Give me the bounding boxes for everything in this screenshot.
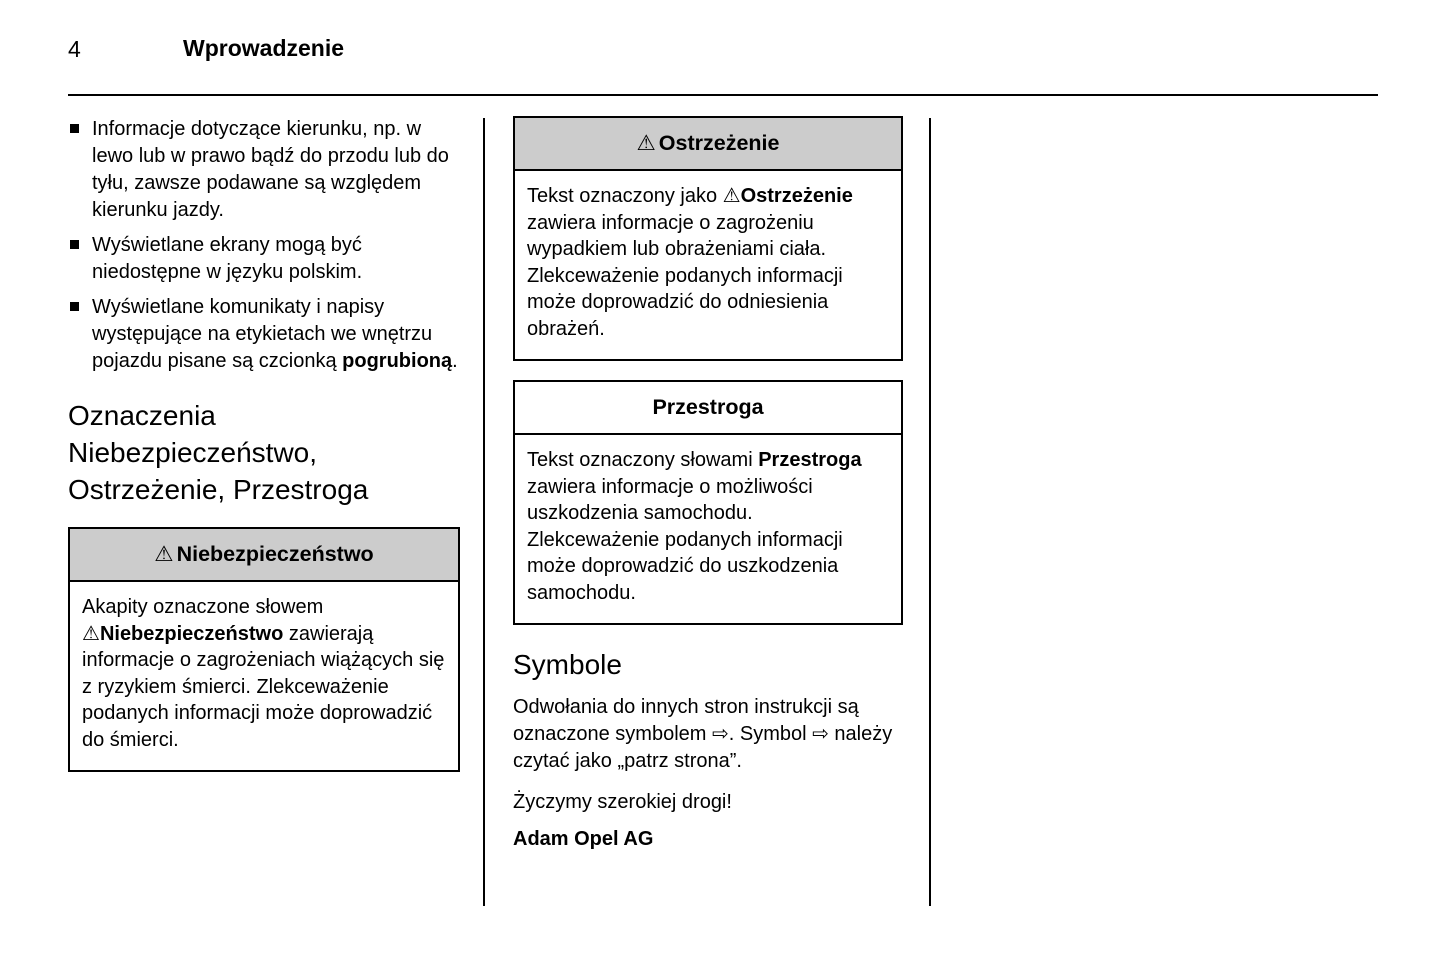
- page-number: 4: [68, 36, 81, 62]
- warning-triangle-icon: ⚠: [636, 131, 656, 155]
- bullet-square-icon: [70, 240, 79, 249]
- list-item: Wyświetlane ekrany mogą być niedostępne …: [68, 232, 460, 286]
- symbols-text: Odwołania do innych stron instrukcji są …: [513, 696, 859, 745]
- danger-body-text: Akapity oznaczone słowem: [82, 596, 324, 618]
- warning-box-header: ⚠Ostrzeżenie: [515, 118, 901, 171]
- bullet-text: Wyświetlane ekrany mogą być niedostępne …: [92, 234, 363, 283]
- page-reference-arrow-icon: ⇨: [711, 723, 729, 745]
- column-divider-right: [929, 118, 931, 906]
- symbols-heading: Symbole: [513, 649, 622, 680]
- danger-body-bold: Niebezpieczeństwo: [99, 622, 284, 645]
- danger-body-text: zawierają informacje o zagrożeniach wiąż…: [82, 622, 445, 751]
- header-divider: [68, 94, 1378, 96]
- closing-line: Życzymy szerokiej drogi!: [513, 791, 732, 813]
- caution-body-bold: Przestroga: [758, 449, 862, 471]
- warning-body-text: zawiera informacje o zagrożeniu wypadkie…: [527, 211, 843, 340]
- column-divider-left: [483, 118, 485, 906]
- symbols-text: . Symbol: [728, 723, 813, 745]
- danger-box-header: ⚠Niebezpieczeństwo: [70, 529, 458, 582]
- left-column: Informacje dotyczące kierunku, np. w lew…: [68, 116, 460, 772]
- bullet-square-icon: [70, 124, 79, 133]
- danger-box-title: Niebezpieczeństwo: [176, 542, 374, 566]
- section-heading-line: Niebezpieczeństwo,: [68, 437, 318, 468]
- bullet-text-bold: pogrubioną: [342, 350, 453, 372]
- danger-box: ⚠Niebezpieczeństwo Akapity oznaczone sło…: [68, 527, 460, 772]
- middle-column: ⚠Ostrzeżenie Tekst oznaczony jako ⚠Ostrz…: [513, 116, 903, 853]
- bullet-text-normal: Wyświetlane komunikaty i napisy występuj…: [92, 296, 433, 372]
- section-heading-line: Ostrzeżenie, Przestroga: [68, 474, 369, 505]
- symbols-paragraph: Odwołania do innych stron instrukcji są …: [513, 694, 903, 775]
- bullet-text: Informacje dotyczące kierunku, np. w lew…: [92, 118, 449, 221]
- caution-box-body: Tekst oznaczony słowami Przestroga zawie…: [515, 435, 901, 623]
- bullet-square-icon: [70, 302, 79, 311]
- list-item: Wyświetlane komunikaty i napisy występuj…: [68, 294, 460, 375]
- section-heading: Oznaczenia Niebezpieczeństwo, Ostrzeżeni…: [68, 397, 460, 508]
- bullet-text-suffix: .: [452, 350, 458, 372]
- warning-box: ⚠Ostrzeżenie Tekst oznaczony jako ⚠Ostrz…: [513, 116, 903, 361]
- caution-box-title: Przestroga: [652, 395, 764, 419]
- warning-body-bold: Ostrzeżenie: [740, 185, 853, 207]
- warning-box-body: Tekst oznaczony jako ⚠Ostrzeżenie zawier…: [515, 171, 901, 359]
- warning-box-title: Ostrzeżenie: [658, 131, 780, 155]
- warning-triangle-icon: ⚠: [722, 185, 741, 207]
- publisher-signature: Adam Opel AG: [513, 828, 654, 850]
- warning-triangle-icon: ⚠: [82, 622, 100, 645]
- symbols-text: należy czytać jako „patrz strona”.: [513, 723, 893, 772]
- list-item: Informacje dotyczące kierunku, np. w lew…: [68, 116, 460, 224]
- caution-box-header: Przestroga: [515, 382, 901, 435]
- chapter-title: Wprowadzenie: [183, 35, 345, 61]
- warning-body-text: Tekst oznaczony jako: [527, 185, 723, 207]
- caution-box: Przestroga Tekst oznaczony słowami Przes…: [513, 380, 903, 625]
- section-heading-line: Oznaczenia: [68, 400, 216, 431]
- warning-triangle-icon: ⚠: [154, 542, 174, 566]
- danger-box-body: Akapity oznaczone słowem ⚠Niebezpieczeńs…: [70, 582, 458, 770]
- page-reference-arrow-icon: ⇨: [812, 723, 829, 745]
- caution-body-text: zawiera informacje o możliwości uszkodze…: [527, 475, 843, 604]
- bullet-text: Wyświetlane komunikaty i napisy występuj…: [92, 294, 460, 375]
- caution-body-text: Tekst oznaczony słowami: [527, 449, 759, 471]
